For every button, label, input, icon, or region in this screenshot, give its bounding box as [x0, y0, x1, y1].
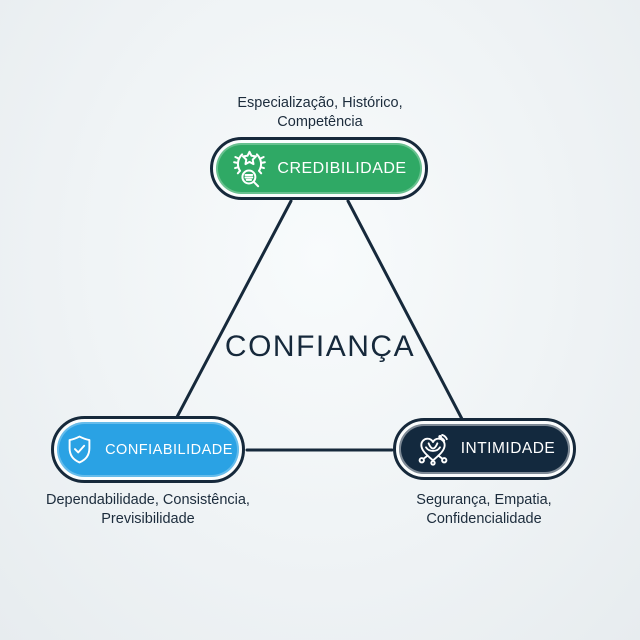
credibilidade-pill: CREDIBILIDADE	[216, 143, 422, 194]
confiabilidade-node: CONFIABILIDADE	[51, 416, 245, 483]
intimidade-annotation: Segurança, Empatia, Confidencialidade	[359, 491, 609, 529]
intimidade-annotation-line2: Confidencialidade	[426, 511, 542, 528]
edge-credibilidade-intimidade	[346, 199, 464, 421]
intimidade-label: INTIMIDADE	[460, 440, 556, 457]
intimidade-pill: INTIMIDADE	[399, 424, 570, 474]
confiabilidade-pill: CONFIABILIDADE	[57, 422, 239, 477]
award-search-icon	[233, 150, 267, 187]
credibilidade-label: CREDIBILIDADE	[277, 159, 407, 177]
credibilidade-annotation-line2: Competência	[277, 114, 363, 131]
credibilidade-node: CREDIBILIDADE	[210, 137, 428, 200]
shield-check-icon	[68, 435, 91, 464]
confiabilidade-annotation: Dependabilidade, Consistência, Previsibi…	[23, 491, 273, 529]
confiabilidade-annotation-line1: Dependabilidade, Consistência,	[46, 492, 250, 508]
confiabilidade-label: CONFIABILIDADE	[105, 441, 233, 458]
confiabilidade-annotation-line2: Previsibilidade	[101, 511, 195, 528]
connected-heart-icon	[418, 433, 448, 466]
intimidade-annotation-line1: Segurança, Empatia,	[416, 492, 552, 508]
credibilidade-annotation-line1: Especialização, Histórico,	[237, 95, 403, 111]
intimidade-node: INTIMIDADE	[393, 418, 576, 480]
center-title: CONFIANÇA	[224, 330, 416, 363]
edge-credibilidade-confiabilidade	[175, 199, 293, 419]
credibilidade-annotation: Especialização, Histórico, Competência	[170, 94, 470, 132]
